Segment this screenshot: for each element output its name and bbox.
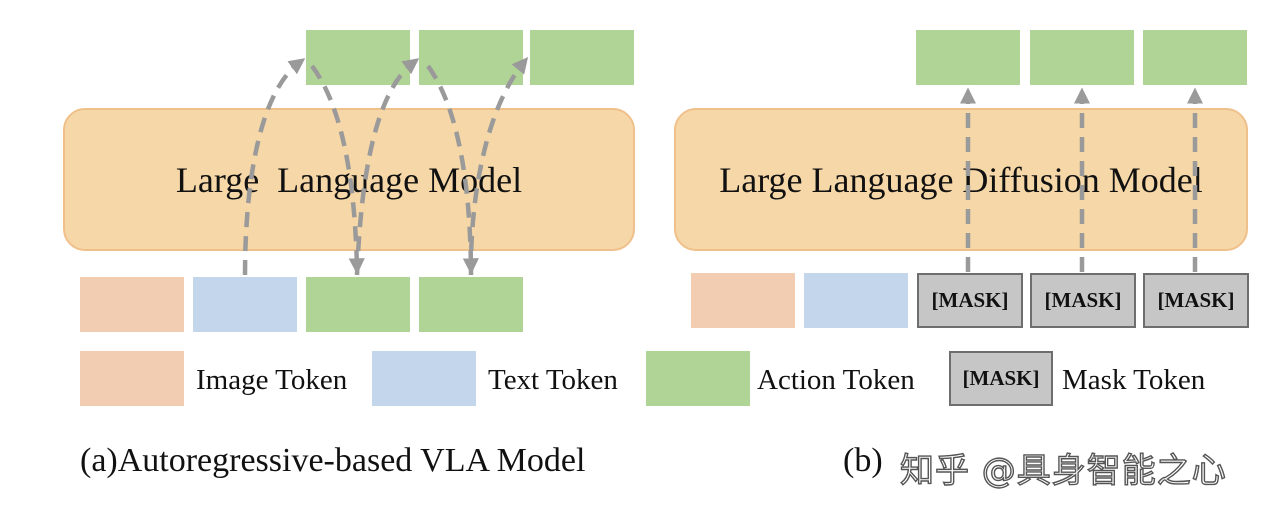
input-image-token	[80, 277, 184, 332]
watermark: 知乎 @具身智能之心	[899, 450, 1227, 491]
legend-text-swatch	[372, 351, 476, 406]
mask-token-1: [MASK]	[917, 273, 1023, 328]
input-text-token	[193, 277, 297, 332]
diffusion-input-image-token	[691, 273, 795, 328]
legend-action-label: Action Token	[757, 364, 915, 396]
output-action-token-1	[306, 30, 410, 85]
diffusion-output-action-token-2	[1030, 30, 1134, 85]
mask-token-3: [MASK]	[1143, 273, 1249, 328]
legend-mask-label: Mask Token	[1062, 364, 1206, 396]
output-action-token-3	[530, 30, 634, 85]
caption-a: (a)Autoregressive-based VLA Model	[80, 442, 586, 479]
input-action-token-1	[306, 277, 410, 332]
large-language-diffusion-model-box: Large Language Diffusion Model	[674, 108, 1248, 251]
mask-token-2: [MASK]	[1030, 273, 1136, 328]
diffusion-output-action-token-1	[916, 30, 1020, 85]
input-action-token-2	[419, 277, 523, 332]
legend-mask-swatch: [MASK]	[949, 351, 1053, 406]
legend-image-swatch	[80, 351, 184, 406]
output-action-token-2	[419, 30, 523, 85]
caption-b: (b)	[843, 442, 883, 479]
legend-image-label: Image Token	[196, 364, 348, 396]
legend-text-label: Text Token	[488, 364, 618, 396]
legend-action-swatch	[646, 351, 750, 406]
large-language-diffusion-model-label: Large Language Diffusion Model	[719, 159, 1203, 200]
large-language-model-label: Large Language Model	[175, 159, 523, 200]
diffusion-output-action-token-3	[1143, 30, 1247, 85]
large-language-model-box: Large Language Model	[63, 108, 635, 251]
diffusion-input-text-token	[804, 273, 908, 328]
